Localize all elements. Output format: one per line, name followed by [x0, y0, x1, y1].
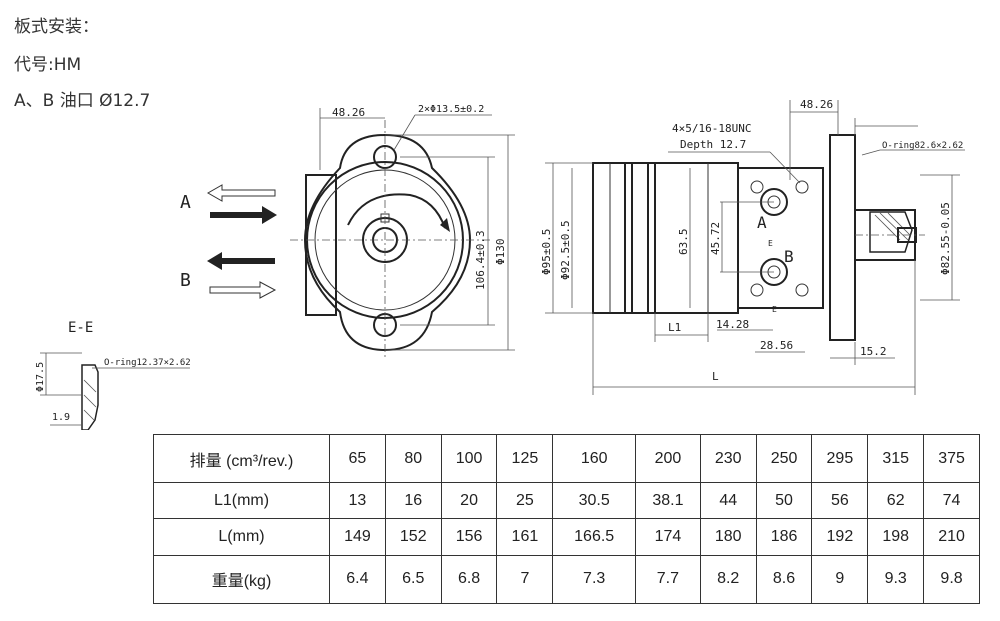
front-holes-label: 2×Φ13.5±0.2	[418, 104, 484, 115]
table-cell: 8.2	[699, 554, 757, 605]
dim-d95: Φ95±0.5	[540, 229, 553, 275]
port-a-label: A	[757, 213, 767, 232]
dim-635: 63.5	[677, 229, 690, 256]
table-cell: 230	[699, 434, 757, 483]
table-cell: 295	[811, 434, 869, 483]
section-title: E-E	[68, 320, 93, 336]
section-dim-d175: Φ17.5	[35, 362, 46, 392]
arrow-b-hollow	[209, 281, 277, 299]
dim-d8255: Φ82.55-0.05	[939, 202, 952, 275]
table-cell: 38.1	[635, 481, 701, 520]
table-cell: 80	[384, 434, 442, 483]
table-cell: 125	[496, 434, 554, 483]
table-cell: 7	[496, 554, 554, 605]
table-cell: 174	[635, 518, 701, 556]
arrow-a-hollow	[206, 184, 276, 202]
table-cell: 16	[384, 481, 442, 520]
header-model-code: 代号:HM	[14, 55, 82, 75]
table-cell: 152	[384, 518, 442, 556]
section-mark-bottom: E	[772, 305, 777, 314]
section-dim-19: 1.9	[52, 412, 70, 423]
table-cell: 56	[811, 481, 869, 520]
section-e-e: E-E Φ17.5 O-ring12.37×2.62 1.9	[35, 320, 191, 430]
table-cell: 180	[699, 518, 757, 556]
dim-l: L	[712, 370, 719, 383]
front-dim-130: Φ130	[494, 239, 507, 266]
table-cell: 8.6	[755, 554, 813, 605]
arrow-b-label: B	[180, 270, 191, 291]
front-dim-top: 48.26	[332, 106, 365, 119]
table-cell: 6.5	[384, 554, 442, 605]
arrow-b-solid	[207, 252, 275, 270]
table-cell: 100	[440, 434, 498, 483]
front-view: 48.26 2×Φ13.5±0.2 106.4±0.3 Φ130 A B	[180, 104, 515, 360]
table-cell: 25	[496, 481, 554, 520]
table-cell: 160	[552, 434, 637, 483]
dim-1428: 14.28	[716, 318, 749, 331]
unc-thread-label: 4×5/16-18UNC	[672, 122, 751, 135]
table-cell: 250	[755, 434, 813, 483]
row-header: 排量 (cm³/rev.)	[153, 434, 330, 483]
section-oring-label: O-ring12.37×2.62	[104, 358, 191, 368]
table-cell: 149	[329, 518, 386, 556]
section-mark-top: E	[768, 239, 773, 248]
table-cell: 315	[867, 434, 925, 483]
port-b-label: B	[784, 247, 794, 266]
technical-drawing: 48.26 2×Φ13.5±0.2 106.4±0.3 Φ130 A B	[35, 98, 965, 430]
dim-4572: 45.72	[709, 222, 722, 255]
table-cell: 9.8	[923, 554, 980, 605]
row-header: L(mm)	[153, 518, 330, 556]
table-cell: 6.8	[440, 554, 498, 605]
unc-depth-label: Depth 12.7	[680, 138, 746, 151]
table-cell: 9.3	[867, 554, 925, 605]
arrow-a-solid	[210, 206, 277, 224]
table-cell: 210	[923, 518, 980, 556]
table-cell: 9	[811, 554, 869, 605]
table-cell: 30.5	[552, 481, 637, 520]
table-cell: 198	[867, 518, 925, 556]
table-cell: 7.3	[552, 554, 637, 605]
table-cell: 200	[635, 434, 701, 483]
table-cell: 166.5	[552, 518, 637, 556]
table-cell: 20	[440, 481, 498, 520]
table-cell: 375	[923, 434, 980, 483]
row-header: 重量(kg)	[153, 554, 330, 605]
table-cell: 65	[329, 434, 386, 483]
table-cell: 74	[923, 481, 980, 520]
side-view: A B E E Φ95±0.5 Φ92.5±0.5 63.5 45.72 48.…	[540, 98, 965, 395]
table-cell: 44	[699, 481, 757, 520]
table-cell: 156	[440, 518, 498, 556]
dim-l1: L1	[668, 321, 681, 334]
row-header: L1(mm)	[153, 481, 330, 520]
table-cell: 6.4	[329, 554, 386, 605]
table-cell: 13	[329, 481, 386, 520]
front-dim-106: 106.4±0.3	[474, 230, 487, 290]
side-dim-top: 48.26	[800, 98, 833, 111]
table-cell: 161	[496, 518, 554, 556]
arrow-a-label: A	[180, 192, 191, 213]
table-cell: 62	[867, 481, 925, 520]
table-cell: 186	[755, 518, 813, 556]
table-cell: 192	[811, 518, 869, 556]
dim-d925: Φ92.5±0.5	[559, 220, 572, 280]
oring-main-label: O-ring82.6×2.62	[882, 141, 963, 151]
table-cell: 7.7	[635, 554, 701, 605]
dim-2856: 28.56	[760, 339, 793, 352]
header-mounting-type: 板式安装：	[14, 17, 99, 37]
dim-152: 15.2	[860, 345, 887, 358]
table-cell: 50	[755, 481, 813, 520]
header-port-size: A、B 油口 Ø12.7	[14, 91, 151, 111]
